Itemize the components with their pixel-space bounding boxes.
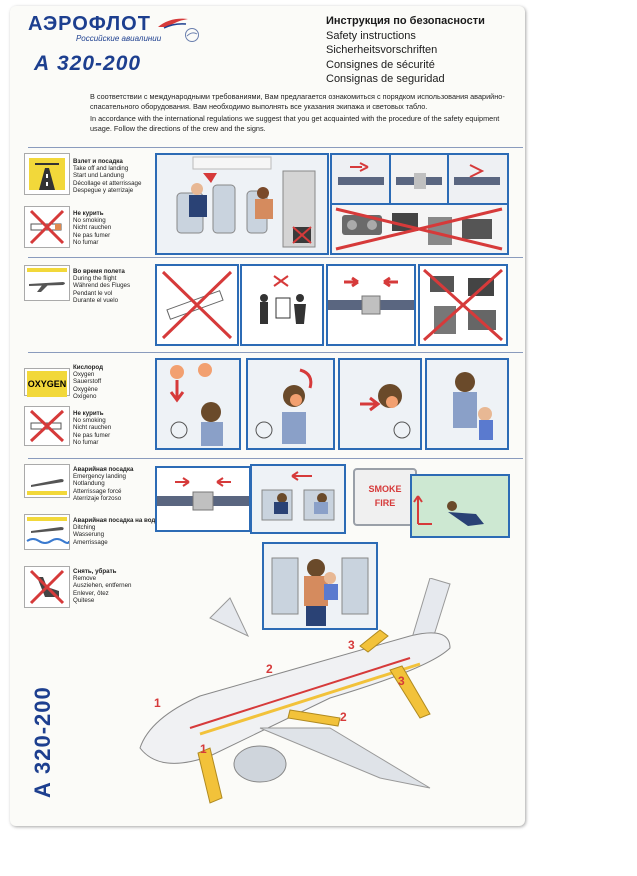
panel-seatbelt-during-flight <box>326 264 416 346</box>
title-es: Consignas de seguridad <box>326 73 445 85</box>
panel-seatbelt-fasten <box>330 153 509 205</box>
aeroflot-logo: АЭРОФЛОТ Российские авиалинии <box>28 13 199 57</box>
exit-number: 2 <box>340 710 347 724</box>
intro-en: In accordance with the international reg… <box>90 114 500 133</box>
exit-number: 2 <box>266 662 273 676</box>
logo-subtitle: Российские авиалинии <box>76 34 162 43</box>
legend-no-smoking: Не курить No smoking Nicht rauchen Ne pa… <box>73 210 112 246</box>
panel-mask-drop <box>155 358 241 450</box>
legend-emergency: Аварийная посадка Emergency landing Notl… <box>73 466 134 502</box>
exit-number: 1 <box>200 742 207 756</box>
remove-shoes-icon <box>24 566 70 608</box>
fire-label: FIRE <box>374 498 396 508</box>
panel-mask-wear <box>338 358 422 450</box>
panel-child-on-lap <box>262 542 378 630</box>
safety-card: АЭРОФЛОТ Российские авиалинии А 320-200 … <box>10 6 525 826</box>
panel-brace-position <box>250 464 346 534</box>
logo-text: АЭРОФЛОТ <box>28 13 151 35</box>
panel-seat-position <box>155 153 329 255</box>
title-en: Safety instructions <box>326 29 416 42</box>
legend-remove: Снять, убрать Remove Ausziehen, entferne… <box>73 568 132 604</box>
intro-ru: В соответствии с международными требован… <box>90 92 505 111</box>
panel-devices-prohibited <box>418 264 508 346</box>
panel-crawl-smoke <box>410 474 510 538</box>
wing-logo-icon <box>158 18 188 29</box>
legend-during-flight: Во время полета During the flight Währen… <box>73 268 131 304</box>
legend-takeoff: Взлет и посадка Take off and landing Sta… <box>73 158 142 194</box>
ditching-icon <box>24 514 70 550</box>
no-smoking-icon <box>24 406 70 446</box>
exit-number: 3 <box>398 674 405 688</box>
title-ru: Инструкция по безопасности <box>326 15 485 27</box>
divider <box>28 458 523 459</box>
no-smoking-icon <box>24 206 70 248</box>
smoke-label: SMOKE <box>368 484 402 494</box>
oxygen-label: OXYGEN <box>27 371 67 397</box>
panel-fasten-belt-landing <box>155 466 251 532</box>
skyteam-icon <box>185 28 199 42</box>
legend-ditching: Аварийная посадка на воду Ditching Wasse… <box>73 517 159 546</box>
title-fr: Consignes de sécurité <box>326 58 435 71</box>
exit-number: 1 <box>154 696 161 710</box>
panel-no-cigarette <box>155 264 239 346</box>
runway-icon <box>24 153 70 195</box>
divider <box>28 147 523 148</box>
aircraft-model: А 320-200 <box>34 52 142 75</box>
legend-oxygen: Кислород Oxygen Sauerstoff Oxygène Oxíge… <box>73 364 104 400</box>
title-block: Инструкция по безопасности Safety instru… <box>326 14 525 87</box>
aircraft-exits-diagram <box>139 578 451 804</box>
divider <box>28 257 523 258</box>
oxygen-label-box: OXYGEN <box>24 368 70 397</box>
divider <box>28 352 523 353</box>
plane-cruise-icon <box>24 265 70 301</box>
panel-mask-pull <box>246 358 335 450</box>
legend-no-smoking-2: Не курить No smoking Nicht rauchen Ne pa… <box>73 410 112 446</box>
emergency-landing-icon <box>24 464 70 498</box>
intro-text: В соответствии с международными требован… <box>90 92 520 136</box>
side-model-label: А 320-200 <box>30 686 55 798</box>
panel-electronics-prohibited <box>330 203 509 255</box>
panel-lavatory <box>240 264 324 346</box>
exit-number: 3 <box>348 638 355 652</box>
smoke-fire-sign: SMOKE FIRE <box>353 468 417 526</box>
title-de: Sicherheitsvorschriften <box>326 44 438 56</box>
panel-help-child <box>425 358 509 450</box>
